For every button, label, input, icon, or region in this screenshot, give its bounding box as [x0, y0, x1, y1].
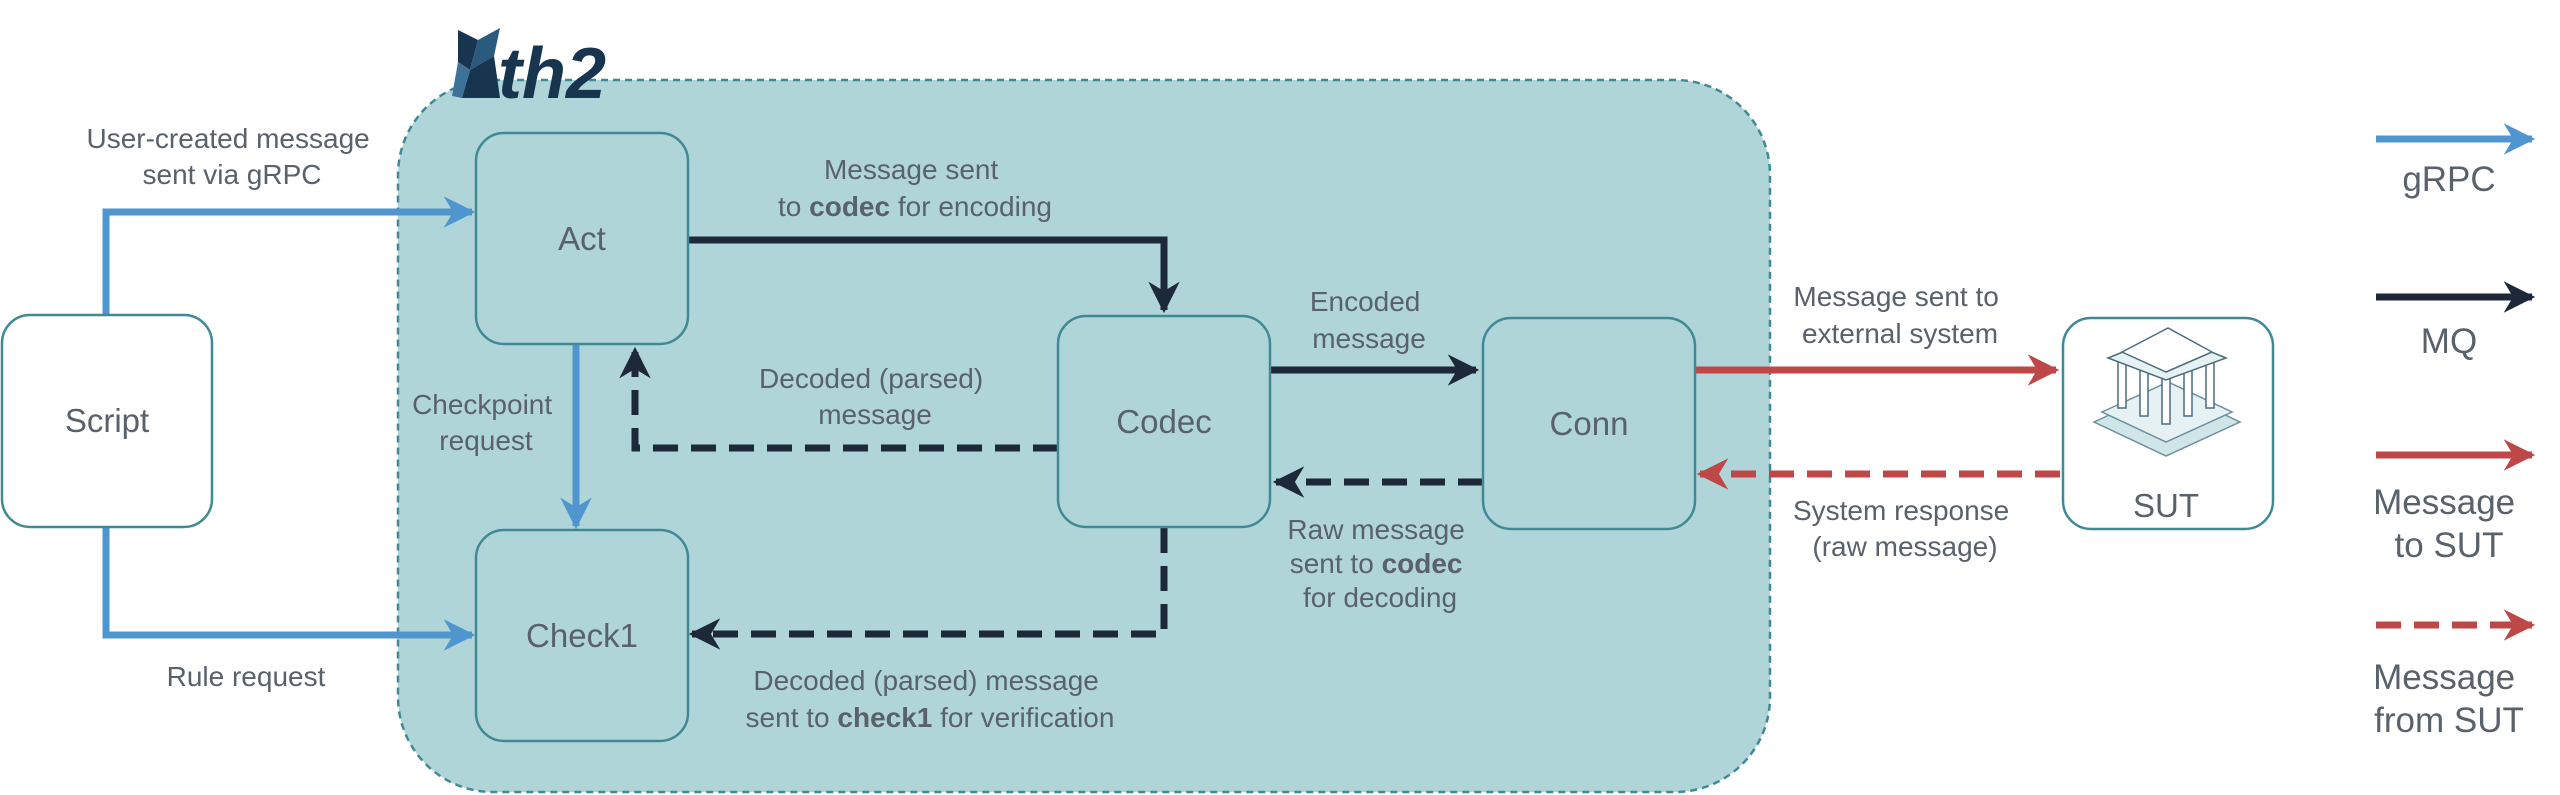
- label-script-check1: Rule request: [167, 661, 326, 692]
- label-act-codec: Message sent to codec for encoding: [778, 154, 1052, 222]
- label-conn-sut: Message sent to external system: [1793, 281, 2006, 349]
- svg-text:MQ: MQ: [2421, 322, 2477, 361]
- legend-message-from-sut: Message from SUT: [2373, 609, 2536, 740]
- node-label: Script: [65, 402, 149, 439]
- node-label: Conn: [1550, 405, 1629, 442]
- bank-building-icon: [2092, 327, 2242, 457]
- node-codec: Codec: [1056, 314, 1272, 529]
- node-label: Check1: [526, 617, 638, 654]
- svg-text:Message from SUT: Message from SUT: [2373, 658, 2525, 740]
- svg-text:gRPC: gRPC: [2402, 160, 2495, 199]
- legend: gRPC MQ Message to SUT Message from SUT: [2373, 123, 2536, 740]
- label-script-act: User-created message sent via gRPC: [86, 123, 377, 190]
- legend-grpc: gRPC: [2376, 123, 2536, 199]
- label-codec-act: Decoded (parsed) message: [759, 363, 991, 430]
- label-codec-check1: Decoded (parsed) message sent to check1 …: [746, 665, 1115, 733]
- th2-logo: th2: [452, 28, 606, 114]
- legend-message-to-sut: Message to SUT: [2373, 439, 2536, 565]
- node-check1: Check1: [474, 528, 690, 743]
- node-label: SUT: [2133, 487, 2199, 524]
- edge-script-check1: [102, 527, 476, 651]
- label-sut-conn: System response (raw message): [1793, 495, 2017, 562]
- edge-script-act: [102, 196, 476, 315]
- node-label: Act: [558, 220, 606, 257]
- node-label: Codec: [1116, 403, 1211, 440]
- logo-text: th2: [498, 34, 606, 114]
- edge-codec-act: [619, 346, 1058, 452]
- label-codec-conn: Encoded message: [1310, 286, 1428, 354]
- edge-act-codec: [688, 236, 1180, 314]
- label-act-check1: Checkpoint request: [412, 389, 560, 456]
- label-conn-codec: Raw message sent to codec for decoding: [1287, 514, 1472, 613]
- fox-icon: [452, 28, 500, 98]
- node-script: Script: [0, 313, 214, 529]
- node-sut: SUT: [2061, 316, 2275, 531]
- svg-text:Message to SUT: Message to SUT: [2373, 483, 2525, 565]
- node-conn: Conn: [1481, 316, 1697, 531]
- legend-mq: MQ: [2376, 281, 2536, 361]
- node-act: Act: [474, 131, 690, 346]
- edge-codec-check1: [688, 528, 1168, 650]
